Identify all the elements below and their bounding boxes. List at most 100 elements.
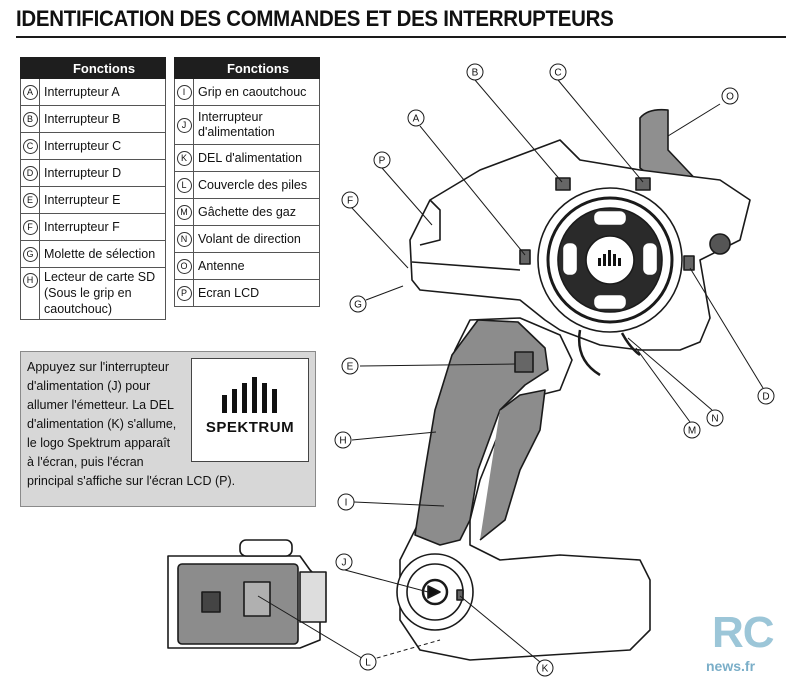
logo-wordmark: SPEKTRUM: [205, 419, 295, 436]
callout-l: L: [359, 653, 377, 671]
letter-badge: K: [176, 151, 192, 166]
info-text: Appuyez sur l'interrupteur d'alimentatio…: [27, 358, 236, 491]
title-rule: [16, 36, 786, 38]
info-line: principal s'affiche sur l'écran LCD (P).: [27, 474, 236, 488]
spektrum-logo: SPEKTRUM: [191, 358, 309, 462]
letter-badge: F: [22, 220, 38, 235]
battery-cover-latch: [243, 581, 271, 617]
info-line: d'alimentation (K) s'allume,: [27, 417, 177, 431]
page-title: IDENTIFICATION DES COMMANDES ET DES INTE…: [16, 6, 614, 31]
row-label: Interrupteur F: [39, 213, 166, 241]
callout-p: P: [373, 151, 391, 169]
svg-text:M: M: [688, 426, 696, 437]
callout-d: D: [757, 387, 775, 405]
svg-text:O: O: [726, 92, 734, 103]
switch-b: [555, 177, 571, 191]
callout-a: A: [407, 109, 425, 127]
row-label: Couvercle des piles: [193, 171, 320, 199]
callout-h: H: [334, 431, 352, 449]
letter-badge: M: [176, 205, 192, 220]
letter-badge: E: [22, 193, 38, 208]
letter-badge: L: [176, 178, 192, 193]
switch-c: [635, 177, 651, 191]
battery-cover: [177, 563, 299, 645]
callout-c: C: [549, 63, 567, 81]
letter-badge: H: [22, 273, 38, 288]
row-label: Interrupteur A: [39, 78, 166, 106]
svg-text:E: E: [347, 362, 354, 373]
svg-text:K: K: [542, 664, 549, 675]
callout-e: E: [341, 357, 359, 375]
row-label-line: caoutchouc): [44, 302, 113, 316]
switch-e: [514, 351, 534, 373]
svg-text:I: I: [345, 498, 348, 509]
svg-text:B: B: [472, 68, 479, 79]
callout-b: B: [466, 63, 484, 81]
row-label: DEL d'alimentation: [193, 144, 320, 172]
svg-text:C: C: [554, 68, 561, 79]
wheel-logo-icon: [598, 250, 621, 266]
row-label: Interrupteur C: [39, 132, 166, 160]
letter-badge: B: [22, 112, 38, 127]
letter-badge: N: [176, 232, 192, 247]
letter-badge: A: [22, 85, 38, 100]
callout-m: M: [683, 421, 701, 439]
info-line: allumer l'émetteur. La DEL: [27, 398, 174, 412]
svg-text:F: F: [347, 196, 353, 207]
callout-labels: A B C D E F G H I J K L M N O P: [334, 63, 775, 677]
battery-cover-grip: [201, 591, 221, 613]
rubber-grip: [414, 319, 549, 546]
row-label-line: (Sous le grip en: [44, 286, 132, 300]
svg-text:A: A: [413, 114, 420, 125]
row-label-line: Lecteur de carte SD: [44, 270, 156, 284]
row-label: Molette de sélection: [39, 240, 166, 268]
svg-text:J: J: [342, 558, 347, 569]
callout-f: F: [341, 191, 359, 209]
callout-k: K: [536, 659, 554, 677]
svg-text:N: N: [711, 414, 718, 425]
table-header: Fonctions: [20, 57, 166, 79]
letter-badge: J: [176, 118, 192, 133]
row-label: Interrupteur D: [39, 159, 166, 187]
row-label: Interrupteur E: [39, 186, 166, 214]
callout-n: N: [706, 409, 724, 427]
switch-d: [683, 255, 695, 271]
info-line: le logo Spektrum apparaît: [27, 436, 171, 450]
callout-o: O: [721, 87, 739, 105]
throttle-trigger: [577, 329, 641, 377]
watermark-domain: news.fr: [706, 658, 756, 674]
callout-g: G: [349, 295, 367, 313]
row-label: Antenne: [193, 252, 320, 280]
bottom-view-antenna: [299, 571, 327, 623]
head-panel-edge: [419, 199, 441, 246]
rubber-grip-back: [479, 389, 546, 541]
letter-badge: D: [22, 166, 38, 181]
svg-text:D: D: [762, 392, 769, 403]
bottom-view-wheel: [239, 539, 293, 557]
row-label: Grip en caoutchouc: [193, 78, 320, 106]
head-edge: [411, 261, 521, 271]
letter-badge: C: [22, 139, 38, 154]
info-line: d'alimentation (J) pour: [27, 379, 151, 393]
callout-leaders: [257, 79, 764, 663]
svg-text:L: L: [365, 658, 371, 669]
svg-text:G: G: [354, 300, 362, 311]
info-line: Appuyez sur l'interrupteur: [27, 360, 170, 374]
letter-badge: O: [176, 259, 192, 274]
svg-text:P: P: [379, 156, 386, 167]
table-row: J Interrupteur d'alimentation: [174, 105, 320, 145]
side-knob: [709, 233, 731, 255]
spektrum-bars-icon: [222, 377, 277, 413]
svg-text:H: H: [339, 436, 346, 447]
